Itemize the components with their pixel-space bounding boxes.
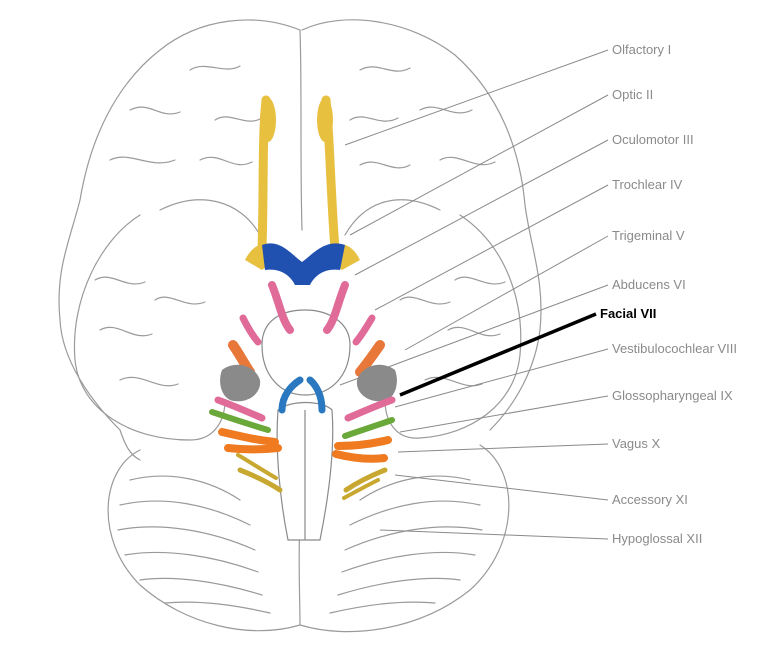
- abducens-left: [278, 376, 304, 414]
- brain-outline: [58, 19, 542, 633]
- gyrus: [99, 326, 153, 337]
- gyrus: [349, 116, 399, 122]
- accessory-left: [237, 467, 283, 493]
- label-vagus: Vagus X: [612, 436, 661, 451]
- leader-line-trigeminal: [404, 235, 609, 351]
- hypoglossal-left: [236, 453, 278, 480]
- vagus-left: [218, 428, 282, 454]
- label-trochlear: Trochlear IV: [612, 177, 683, 192]
- right-hemisphere-outline: [301, 19, 542, 431]
- folia: [117, 526, 256, 551]
- label-oculomotor: Oculomotor III: [612, 132, 694, 147]
- folia: [139, 577, 263, 596]
- vagus-right: [332, 436, 392, 463]
- hypoglossal-right: [342, 478, 380, 500]
- frontal-curve-right: [344, 199, 441, 236]
- gyrus: [359, 66, 411, 72]
- oculomotor-right: [323, 281, 349, 334]
- vestibulocochlear-right: [344, 396, 396, 422]
- leader-line-accessory: [394, 474, 609, 501]
- frontal-curve: [159, 199, 261, 236]
- folia: [164, 601, 271, 614]
- folia: [349, 500, 481, 526]
- leader-line-abducens: [339, 284, 609, 386]
- olfactory-bulb-left: [260, 98, 276, 142]
- oculomotor-left: [268, 281, 294, 334]
- vestibulocochlear-left: [214, 396, 266, 422]
- label-accessory: Accessory XI: [612, 492, 688, 507]
- leader-line-oculomotor: [354, 139, 609, 276]
- gyrus: [199, 156, 253, 166]
- leader-line-olfactory: [344, 49, 609, 146]
- label-optic: Optic II: [612, 87, 654, 102]
- gyrus: [109, 156, 176, 164]
- gyrus: [119, 376, 179, 387]
- leader-line-hypoglossal: [379, 529, 609, 540]
- label-glossopharyngeal: Glossopharyngeal IX: [612, 388, 733, 403]
- folia: [124, 551, 259, 573]
- abducens-right: [306, 376, 326, 414]
- gyrus: [439, 156, 496, 166]
- leader-line-vestibulocochlear: [394, 348, 609, 408]
- gyrus: [154, 296, 206, 305]
- leader-layer: [339, 49, 609, 540]
- leader-line-glossopharyngeal: [399, 395, 609, 433]
- leader-line-vagus: [397, 443, 609, 453]
- right-temporal-lobe: [384, 214, 522, 439]
- label-olfactory: Olfactory I: [612, 42, 672, 57]
- gyrus: [447, 326, 501, 337]
- glossopharyngeal-left: [209, 409, 271, 433]
- gyrus: [454, 276, 506, 285]
- leader-line-facial: [399, 312, 597, 397]
- nerve-layer: [209, 95, 397, 500]
- folia: [337, 577, 461, 596]
- label-facial: Facial VII: [600, 306, 657, 321]
- facial-right: [356, 364, 397, 402]
- gyrus: [129, 106, 181, 115]
- gyrus: [189, 65, 241, 71]
- accessory-right: [343, 467, 388, 493]
- gyrus: [214, 116, 263, 122]
- gyrus: [419, 106, 473, 114]
- pons: [261, 309, 351, 396]
- folia: [129, 475, 241, 501]
- glossopharyngeal-right: [342, 417, 395, 439]
- label-trigeminal: Trigeminal V: [612, 228, 685, 243]
- folia: [344, 526, 483, 551]
- olfactory-bulb-right: [317, 98, 333, 142]
- gyrus: [94, 276, 146, 285]
- gyrus: [424, 376, 483, 387]
- optic-chiasm: [262, 243, 345, 285]
- folia: [359, 475, 471, 501]
- leader-line-optic: [349, 94, 609, 236]
- brainstem: [261, 309, 351, 541]
- gyrus: [399, 296, 451, 305]
- folia: [341, 551, 476, 573]
- label-vestibulocochlear: Vestibulocochlear VIII: [612, 341, 738, 356]
- folia: [329, 601, 436, 614]
- longitudinal-fissure: [299, 29, 303, 231]
- label-hypoglossal: Hypoglossal XII: [612, 531, 703, 546]
- trigeminal-right: [355, 340, 385, 377]
- trochlear-right: [352, 314, 376, 346]
- facial-left: [220, 364, 261, 402]
- gyrus: [359, 161, 411, 169]
- trochlear-left: [239, 314, 262, 346]
- left-temporal-lobe: [73, 214, 226, 441]
- left-hemisphere-outline: [58, 19, 301, 461]
- label-abducens: Abducens VI: [612, 277, 686, 292]
- folia: [119, 500, 251, 526]
- leader-line-trochlear: [374, 184, 609, 311]
